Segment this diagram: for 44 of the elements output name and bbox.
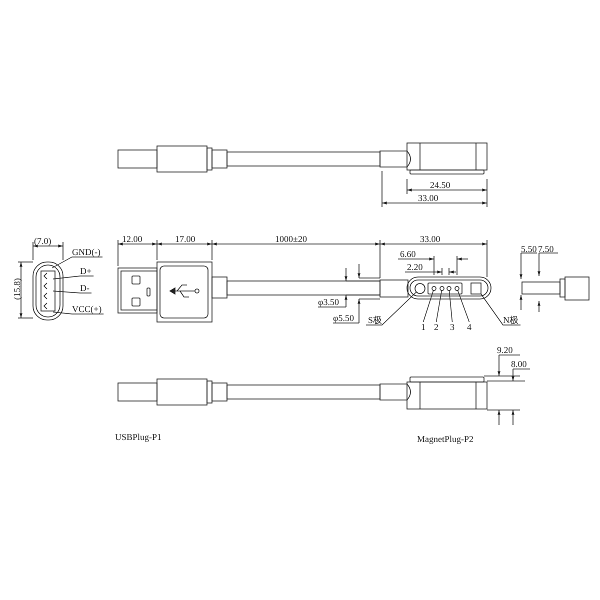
pin-label: D- xyxy=(80,283,90,293)
dimension-text: 5.50 xyxy=(521,244,537,254)
pole-label: N极 xyxy=(503,315,518,325)
pin-contact xyxy=(440,286,444,291)
pin-contact xyxy=(432,286,436,291)
pin-contact xyxy=(446,286,452,291)
dimension-text: 2.20 xyxy=(407,262,423,272)
dimension-text: (15.8) xyxy=(12,278,22,300)
dimension-text: 1000±20 xyxy=(275,234,307,244)
leader-line xyxy=(52,312,104,314)
pin-label: GND(-) xyxy=(72,247,100,257)
pin-label: VCC(+) xyxy=(72,304,102,314)
pin-label: D+ xyxy=(80,266,92,276)
dimension-text: 12.00 xyxy=(122,234,142,244)
magnet-pole xyxy=(470,282,482,294)
dimension-text: 8.00 xyxy=(511,359,527,369)
leader-line xyxy=(52,256,103,268)
dimension-text: (7.0) xyxy=(34,236,52,246)
leader-line xyxy=(457,290,470,322)
leader-line xyxy=(52,290,92,294)
leader-line xyxy=(52,276,94,280)
leader-line xyxy=(422,290,434,322)
part-label: USBPlug-P1 xyxy=(115,432,162,442)
leader-line xyxy=(480,294,521,326)
dimension-text: 33.00 xyxy=(418,193,438,203)
pin-number: 3 xyxy=(450,322,454,332)
dimension-text: 7.50 xyxy=(538,244,554,254)
leader-line xyxy=(448,290,453,322)
pin-contact xyxy=(454,286,460,291)
dimension-text: φ3.50 xyxy=(318,297,339,307)
magnet-pole xyxy=(414,283,426,294)
part-label: MagnetPlug-P2 xyxy=(417,434,474,444)
pin-number: 1 xyxy=(421,322,426,332)
pin-number: 2 xyxy=(434,322,438,332)
dimension-text: 33.00 xyxy=(420,234,440,244)
dimension-text: 17.00 xyxy=(175,234,196,244)
leader-line xyxy=(366,292,417,326)
dimension-text: φ5.50 xyxy=(333,313,354,323)
dimension-text: 24.50 xyxy=(430,180,450,190)
pole-label: S极 xyxy=(368,315,382,325)
pin-number: 4 xyxy=(467,322,472,332)
dimension-text: 6.60 xyxy=(400,249,416,259)
leader-line xyxy=(436,290,442,322)
dimension-text: 9.20 xyxy=(497,345,513,355)
